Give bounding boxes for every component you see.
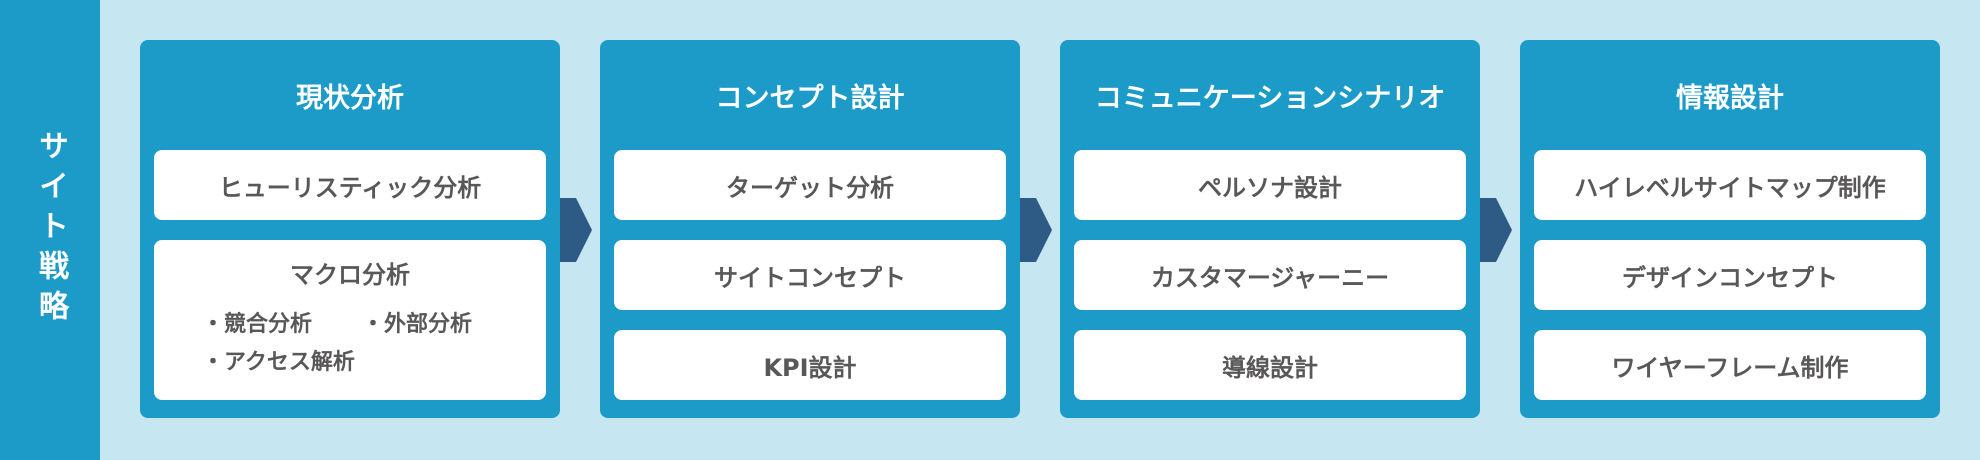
card: ターゲット分析 [614, 150, 1006, 220]
panel-current-analysis: 現状分析 ヒューリスティック分析 マクロ分析 ・競合分析 ・外部分析 ・アクセス… [140, 40, 560, 418]
arrow-right-icon [1480, 198, 1512, 262]
card-macro-analysis: マクロ分析 ・競合分析 ・外部分析 ・アクセス解析 [154, 240, 546, 400]
card: 導線設計 [1074, 330, 1466, 400]
sub-item-row: ・アクセス解析 [154, 344, 546, 376]
panel-communication-scenario: コミュニケーションシナリオ ペルソナ設計 カスタマージャーニー 導線設計 [1060, 40, 1480, 418]
panel-title: 情報設計 [1676, 82, 1784, 114]
panel-concept-design: コンセプト設計 ターゲット分析 サイトコンセプト KPI設計 [600, 40, 1020, 418]
sub-item: ・外部分析 [362, 312, 473, 337]
panel-title: 現状分析 [296, 82, 404, 114]
card: カスタマージャーニー [1074, 240, 1466, 310]
card: ペルソナ設計 [1074, 150, 1466, 220]
card: ワイヤーフレーム制作 [1534, 330, 1926, 400]
sidebar-label: サイト戦略 [33, 130, 68, 330]
arrow-right-icon [560, 198, 592, 262]
card: ハイレベルサイトマップ制作 [1534, 150, 1926, 220]
panel-information-design: 情報設計 ハイレベルサイトマップ制作 デザインコンセプト ワイヤーフレーム制作 [1520, 40, 1940, 418]
panel-title: コミュニケーションシナリオ [1094, 82, 1446, 114]
card: デザインコンセプト [1534, 240, 1926, 310]
card: ヒューリスティック分析 [154, 150, 546, 220]
card-title: マクロ分析 [290, 261, 410, 289]
card: サイトコンセプト [614, 240, 1006, 310]
card: KPI設計 [614, 330, 1006, 400]
arrow-right-icon [1020, 198, 1052, 262]
sidebar: サイト戦略 [0, 0, 100, 460]
sub-item-row: ・競合分析 ・外部分析 [154, 306, 546, 338]
panel-title: コンセプト設計 [715, 82, 905, 114]
sub-item: ・アクセス解析 [202, 350, 355, 375]
sub-item: ・競合分析 [202, 312, 313, 337]
